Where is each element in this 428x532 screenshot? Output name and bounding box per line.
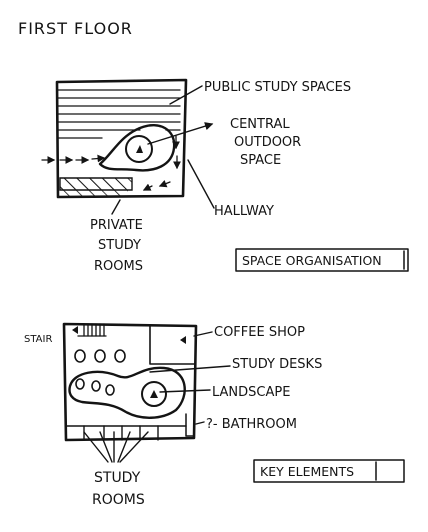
- sheet-title: FIRST FLOOR: [18, 19, 133, 38]
- key-elements-diagram: STAIR COFFEE SHOP STUDY DESKS LANDSCAPE …: [24, 322, 405, 508]
- label-stair: STAIR: [24, 334, 52, 345]
- central-outdoor-space-shape: [98, 124, 176, 172]
- label-hallway: HALLWAY: [214, 204, 274, 219]
- circulation-arrows: [41, 135, 181, 191]
- label-private-line3: ROOMS: [94, 259, 143, 274]
- label-bathroom: ?- BATHROOM: [206, 417, 297, 432]
- label-public-study-spaces: PUBLIC STUDY SPACES: [204, 80, 351, 95]
- key-elements-outline: [62, 322, 198, 442]
- label-study-rooms-line2: ROOMS: [92, 492, 145, 508]
- label-private-line2: STUDY: [98, 238, 141, 253]
- stair-symbol: [77, 323, 107, 337]
- space-organisation-diagram: PUBLIC STUDY SPACES CENTRAL OUTDOOR SPAC…: [41, 78, 409, 274]
- key-elements-caption: KEY ELEMENTS: [260, 464, 354, 479]
- space-organisation-caption: SPACE ORGANISATION: [242, 253, 382, 268]
- landscape-shape: [68, 366, 186, 419]
- space-organisation-leaders: [111, 85, 215, 215]
- stair-marker: [72, 326, 78, 334]
- label-central-line1: CENTRAL: [230, 117, 290, 132]
- central-outdoor-space-circle: [125, 135, 153, 163]
- central-point-marker: [136, 145, 143, 153]
- space-organisation-outline: [55, 78, 188, 199]
- study-desks: [74, 349, 126, 396]
- private-study-rooms-hatch-2: [60, 178, 128, 196]
- label-central-line2: OUTDOOR: [234, 135, 301, 150]
- coffee-shop-marker: [180, 336, 186, 344]
- coffee-shop-block: [149, 324, 195, 365]
- landscape-circle: [141, 381, 167, 407]
- key-elements-leaders: [83, 331, 231, 463]
- label-landscape: LANDSCAPE: [212, 385, 290, 400]
- space-organisation-caption-box: [235, 248, 409, 272]
- label-private-line1: PRIVATE: [90, 218, 143, 233]
- landscape-marker: [150, 390, 158, 398]
- label-study-desks: STUDY DESKS: [232, 357, 322, 372]
- key-elements-caption-box: [253, 459, 405, 483]
- label-study-rooms-line1: STUDY: [94, 470, 141, 486]
- label-coffee-shop: COFFEE SHOP: [214, 325, 305, 340]
- label-central-line3: SPACE: [240, 153, 281, 168]
- public-study-zone-lines: [57, 89, 181, 139]
- bathroom-block: [185, 413, 195, 437]
